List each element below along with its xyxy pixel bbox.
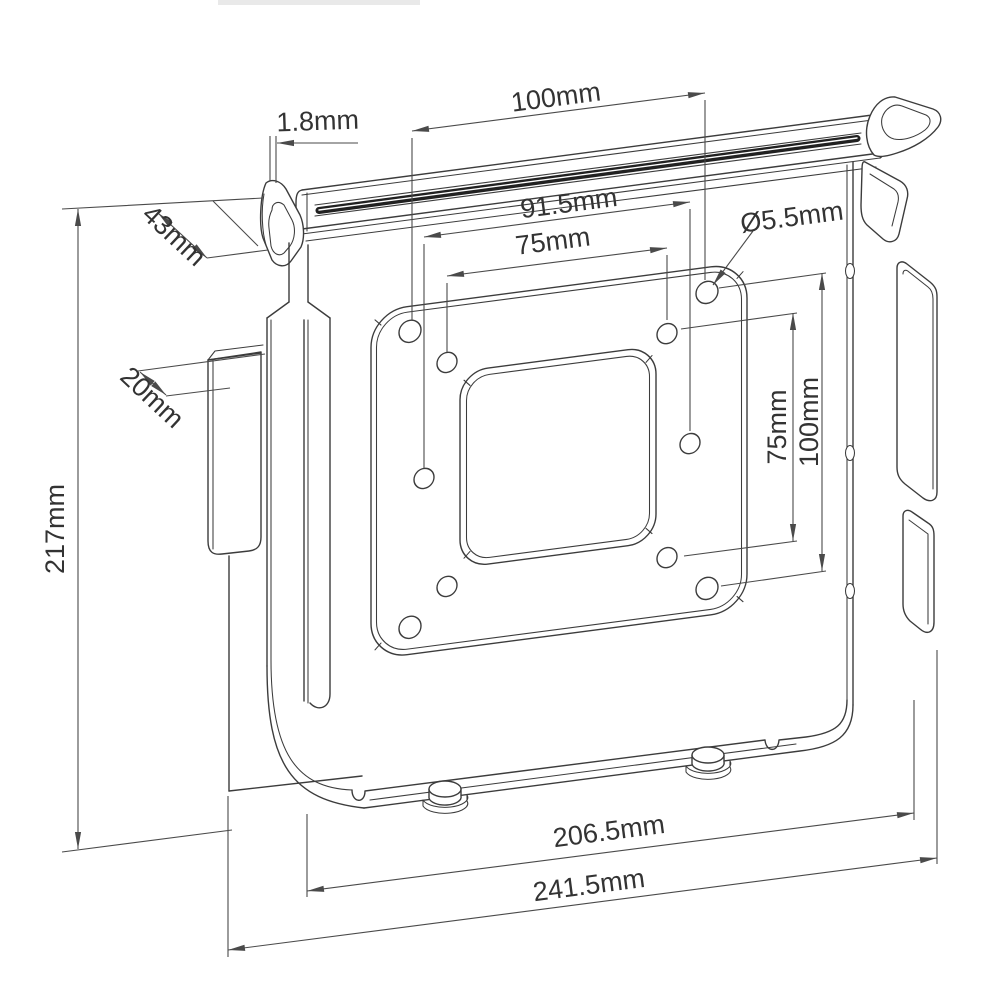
vesa-75-holes	[436, 322, 678, 598]
dim-label-overall-height: 217mm	[40, 484, 70, 574]
right-hook-strips	[896, 261, 938, 634]
mid-holes	[413, 432, 701, 490]
bottom-pin-right	[685, 746, 732, 780]
bottom-pin-left	[422, 780, 469, 814]
left-arm	[228, 242, 331, 792]
rail-right-hook	[865, 96, 942, 158]
side-block	[207, 344, 264, 555]
dim-rail-depth: 43mm	[136, 199, 269, 272]
dim-label-vesa-75-width: 75mm	[514, 221, 592, 260]
center-boss	[459, 348, 657, 566]
right-arm-top-tab	[860, 161, 909, 243]
dim-overall-width: 241.5mm	[227, 650, 938, 957]
dim-label-mid-hole-spacing: 91.5mm	[519, 182, 620, 224]
bottom-band	[228, 161, 854, 809]
vesa-plate	[370, 265, 748, 656]
rail-slot	[314, 132, 862, 217]
dim-label-side-block-depth: 20mm	[114, 361, 189, 434]
dim-label-vesa-100-width: 100mm	[509, 76, 602, 117]
left-ear-hook	[259, 179, 305, 267]
dim-label-vesa-75-height: 75mm	[762, 389, 792, 464]
dim-label-rail-depth: 43mm	[136, 199, 211, 272]
bracket-body	[207, 96, 942, 814]
vesa-plate-outline	[370, 265, 748, 656]
dimensions: 1.8mm 100mm 91.5mm 75mm Ø5.5mm	[40, 76, 938, 957]
right-arm-hole-dimples	[844, 262, 856, 600]
dim-overall-height: 217mm	[40, 197, 264, 853]
dim-label-hole-diameter: Ø5.5mm	[739, 196, 846, 239]
dim-label-overall-width: 241.5mm	[531, 863, 646, 907]
dim-sheet-thickness: 1.8mm	[269, 105, 360, 183]
cropped-top-artifact	[218, 0, 420, 5]
vesa-plate-inner-outline	[375, 271, 743, 650]
dim-label-vesa-100-height: 100mm	[794, 377, 824, 467]
dim-vesa-75-height: 75mm	[680, 312, 798, 557]
vesa-100-holes	[398, 280, 719, 640]
dim-label-sheet-thickness: 1.8mm	[276, 105, 360, 138]
dim-vesa-100-height: 100mm	[718, 272, 827, 587]
